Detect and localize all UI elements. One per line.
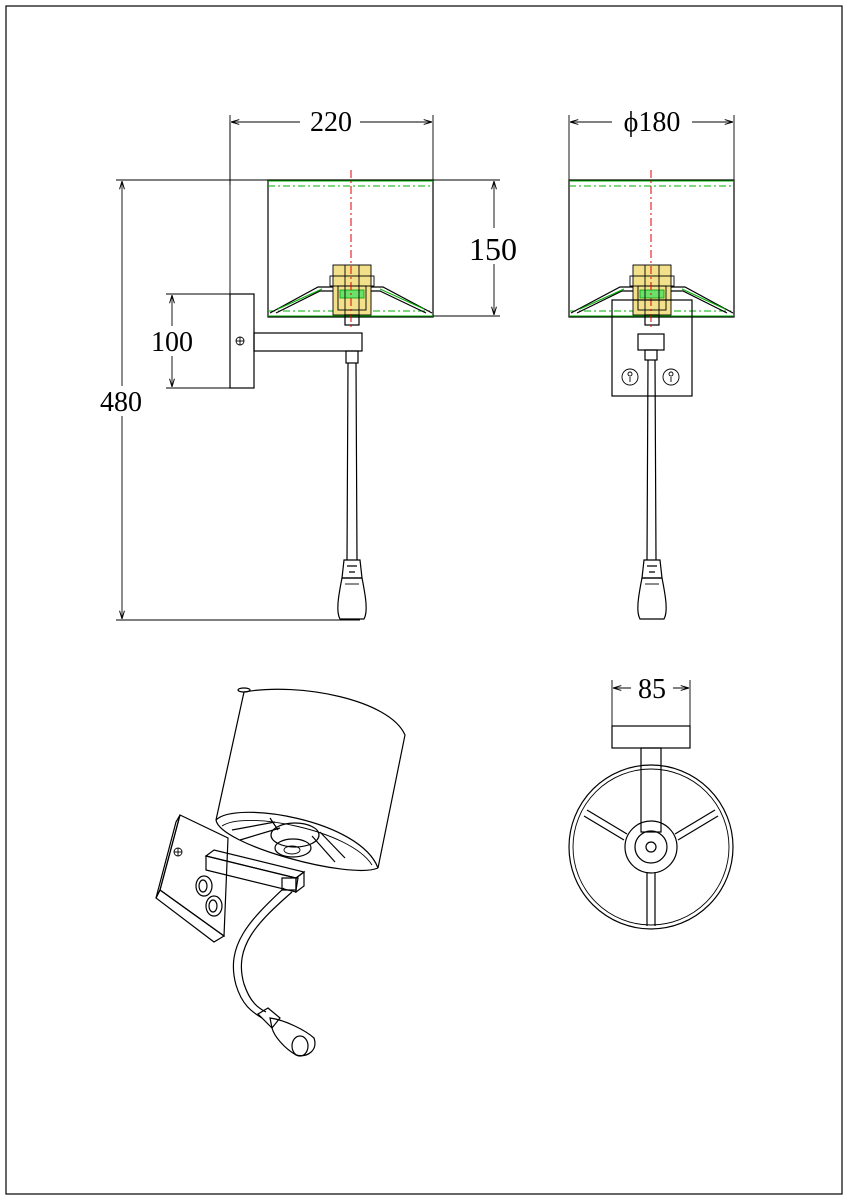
top-lamp-holder <box>624 820 678 874</box>
dimension-label-85: 85 <box>638 674 666 705</box>
top-arm <box>640 747 662 833</box>
switch-right <box>662 368 680 386</box>
iso-gooseneck-reading-light <box>232 887 316 1057</box>
dimension-label-diameter-180: ϕ180 <box>624 107 681 138</box>
side-backplate <box>611 299 693 397</box>
dimension-backplate-width: 85 <box>611 674 691 732</box>
side-view: ϕ180 <box>568 104 735 620</box>
side-gooseneck-reading-light <box>637 359 667 620</box>
iso-switch-lower <box>205 895 223 917</box>
dimension-label-150: 150 <box>469 231 517 267</box>
side-lamp-holder <box>629 264 675 326</box>
isometric-view <box>155 687 406 1057</box>
front-view: 220 150 100 480 <box>94 104 524 621</box>
dimension-total-height: 480 <box>94 179 360 621</box>
front-arm <box>253 332 363 364</box>
dimension-label-480: 480 <box>100 387 142 418</box>
front-backplate <box>229 122 255 389</box>
dimension-label-100: 100 <box>151 327 193 358</box>
dimension-shade-height: 150 <box>433 179 524 317</box>
top-backplate <box>611 725 691 749</box>
switch-left <box>621 368 639 386</box>
top-shade-outline <box>568 764 734 930</box>
top-view: 85 <box>568 674 734 930</box>
dimension-label-220: 220 <box>310 107 352 138</box>
iso-lamp-shade <box>215 687 406 872</box>
dimension-shade-width: 220 <box>229 104 434 185</box>
drawing-frame <box>5 5 843 1195</box>
front-gooseneck-reading-light <box>337 362 367 620</box>
iso-backplate <box>155 814 229 943</box>
iso-arm <box>204 849 306 894</box>
dimension-backplate-height: 100 <box>146 293 232 389</box>
iso-switch-upper <box>195 875 213 897</box>
dimension-shade-diameter: ϕ180 <box>568 104 735 185</box>
front-lamp-holder <box>329 264 375 326</box>
iso-lamp-holder <box>270 822 320 858</box>
